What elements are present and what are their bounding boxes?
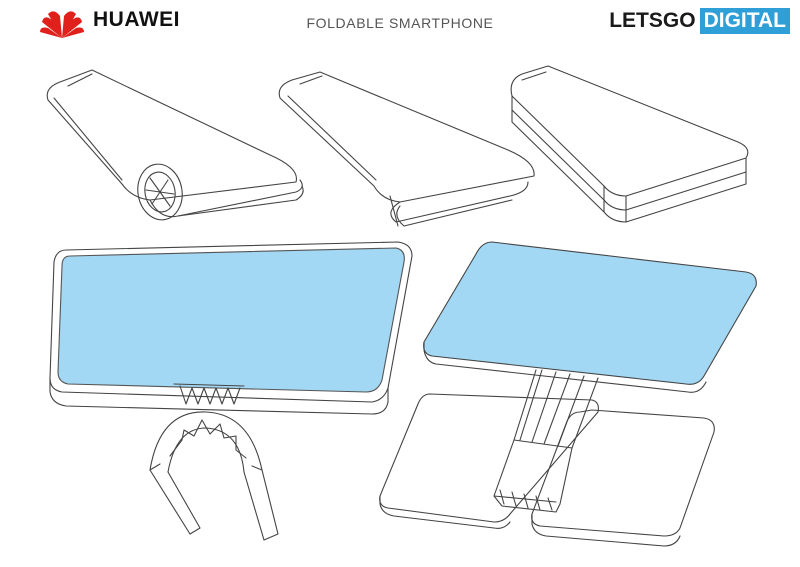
brand-name: HUAWEI (93, 8, 180, 31)
unfolded-phone-screen (49, 241, 413, 415)
folded-phone-view-1 (46, 69, 304, 221)
site-logo-part2: DIGITAL (699, 8, 790, 34)
folded-phone-view-3 (510, 65, 749, 223)
folded-phone-view-2 (278, 71, 535, 227)
huawei-logo (40, 11, 84, 38)
unfolding-phone-schematic (379, 241, 757, 547)
hinge-cross-section (149, 411, 279, 541)
site-logo: LETSGO DIGITAL (609, 7, 790, 35)
site-logo-part1: LETSGO (609, 9, 696, 32)
page-title: FOLDABLE SMARTPHONE (306, 15, 494, 31)
